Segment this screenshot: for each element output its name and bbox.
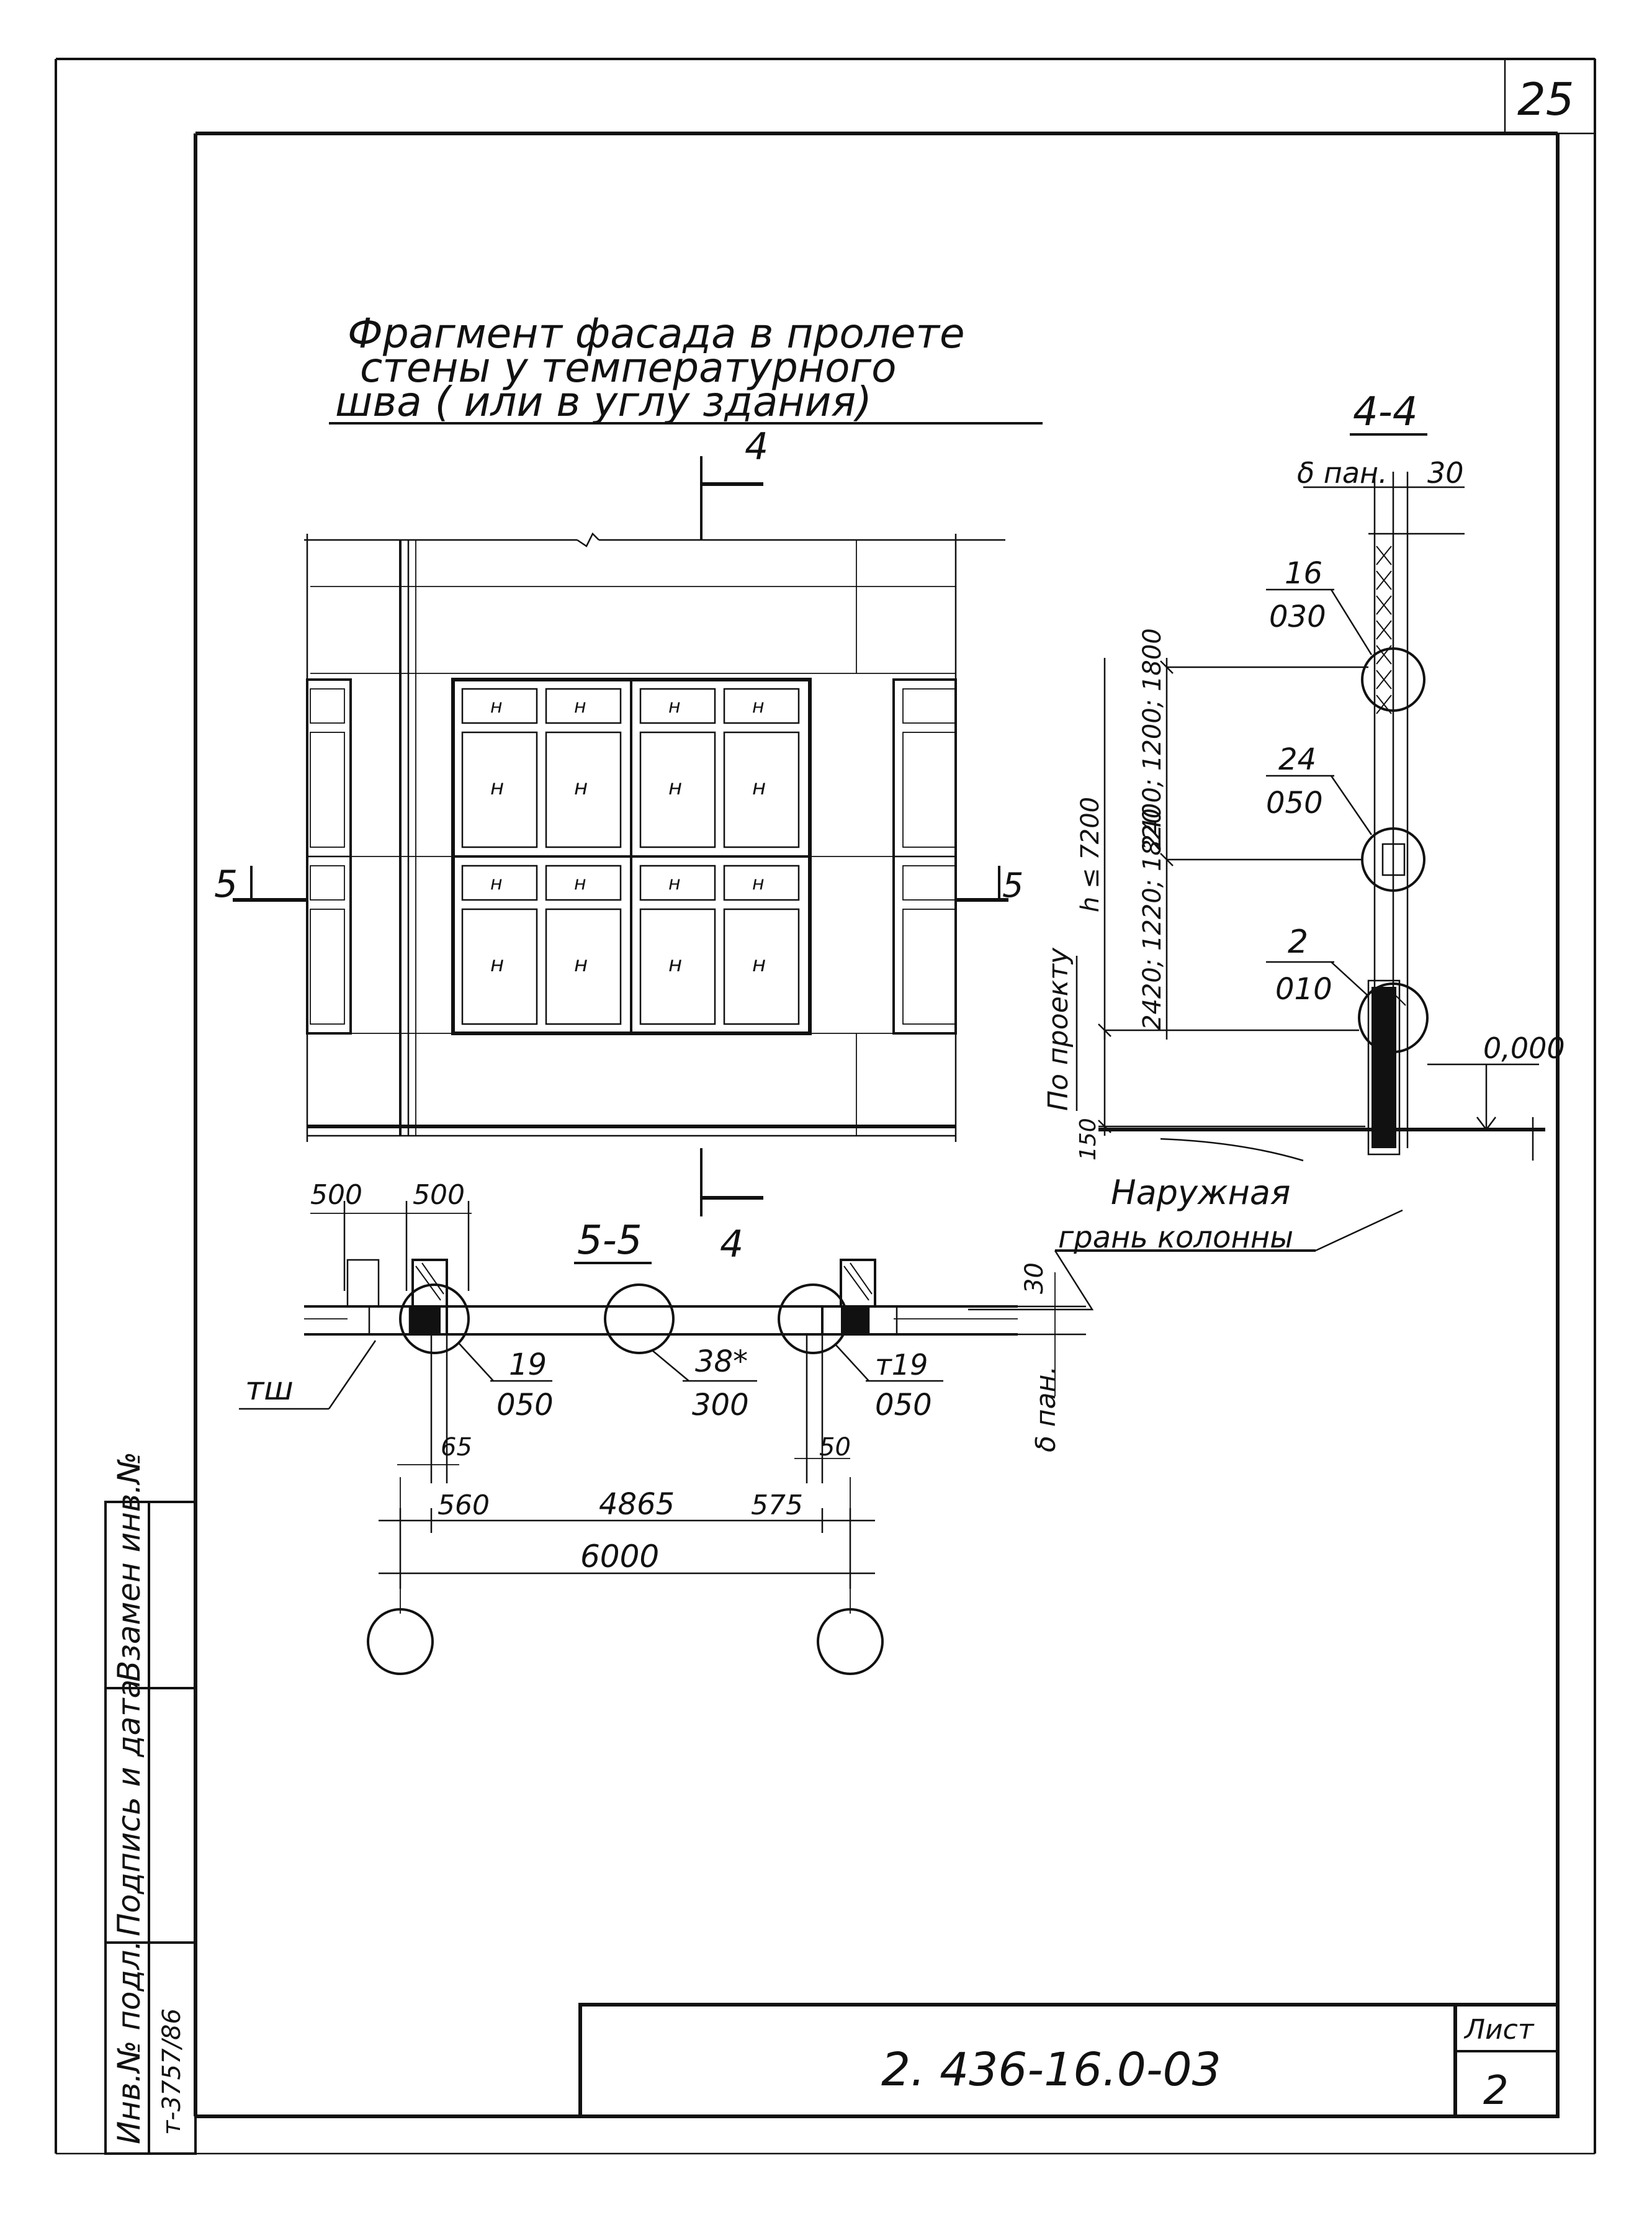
dim-560: 560 — [438, 1490, 490, 1521]
note-line-1: Наружная — [1111, 1173, 1290, 1212]
outer-frame — [55, 58, 1596, 2155]
glass-mark: н — [668, 873, 681, 894]
dim-50: 50 — [819, 1433, 851, 1462]
glass-mark: н — [574, 952, 588, 977]
dim-30-section: 30 — [1427, 456, 1464, 490]
dim-30-plan: 30 — [1020, 1262, 1049, 1294]
callout-24-den: 050 — [1266, 786, 1323, 820]
glass-mark: н — [668, 775, 682, 800]
title-line-2: стены у температурного — [360, 344, 897, 392]
dim-po-proektu: По проекту — [1043, 947, 1074, 1111]
section-4-4: 4-4 δ пан. 30 16 030 24 050 — [968, 389, 1565, 1311]
title-block-sheet-value: 2 — [1483, 2068, 1509, 2114]
callout-m19-den: 050 — [875, 1388, 932, 1422]
callout-24-num: 24 — [1278, 742, 1316, 777]
section-4-4-label: 4-4 — [1353, 389, 1418, 435]
level-mark: 0,000 — [1483, 1031, 1565, 1065]
title-line-1: Фрагмент фасада в пролете — [348, 310, 965, 357]
callout-16-num: 16 — [1285, 556, 1322, 591]
stamp-inv-value: т-3757/86 — [158, 2008, 186, 2135]
dim-heights-upper: 2400; 1200; 1800 — [1138, 628, 1167, 850]
dim-heights-lower: 2420; 1220; 1820 — [1138, 808, 1167, 1030]
callout-19-num: 19 — [509, 1347, 547, 1382]
callout-38-num: 38* — [695, 1344, 748, 1379]
section-mark-4-bottom: 4 — [720, 1223, 743, 1266]
stamp-replace-inv: Взамен инв.№ — [111, 1452, 147, 1682]
callout-38-den: 300 — [692, 1388, 749, 1422]
title-block-code: 2. 436-16.0-03 — [881, 2043, 1221, 2096]
page-number: 25 — [1517, 73, 1574, 125]
callout-19-den: 050 — [496, 1388, 554, 1422]
glass-mark: н — [574, 696, 586, 717]
callout-2-num: 2 — [1288, 924, 1308, 961]
dim-b-pan-section: δ пан. — [1297, 456, 1388, 490]
glass-mark: н — [490, 952, 504, 977]
dim-150: 150 — [1075, 1118, 1101, 1161]
dim-500-right: 500 — [413, 1179, 465, 1211]
stamp-sign-date: Подпись и дата — [111, 1679, 147, 1936]
glass-mark: н — [752, 873, 765, 894]
facade-elevation: 4 — [214, 425, 1023, 1266]
callout-2-den: 010 — [1275, 972, 1332, 1007]
side-stamp: Взамен инв.№ Подпись и дата Инв.№ подл. … — [104, 1452, 197, 2155]
callout-16-den: 030 — [1269, 600, 1326, 634]
note-line-2: грань колонны — [1058, 1220, 1293, 1255]
glass-mark: н — [668, 952, 682, 977]
glass-mark: н — [490, 696, 503, 717]
glass-mark: н — [752, 775, 766, 800]
plan-5-5-label: 5-5 — [577, 1218, 642, 1264]
title-block: 2. 436-16.0-03 Лист 2 — [578, 2003, 1560, 2118]
dim-4865: 4865 — [599, 1487, 675, 1522]
page-number-box: 25 — [1504, 58, 1596, 135]
glass-mark: н — [752, 696, 765, 717]
glass-mark: н — [668, 696, 681, 717]
dim-65: 65 — [441, 1433, 472, 1462]
glass-mark: н — [490, 775, 504, 800]
dim-h: h ≤ 7200 — [1076, 797, 1105, 912]
dim-b-pan-plan: δ пан. — [1030, 1366, 1062, 1452]
plan-section-5-5: 5-5 500 500 — [239, 1179, 1086, 1675]
stamp-inv-no: Инв.№ подл. — [111, 1940, 147, 2144]
glass-mark: н — [752, 952, 766, 977]
callout-m19-num: т19 — [875, 1348, 928, 1382]
callout-tsh: тш — [245, 1370, 294, 1408]
dim-575: 575 — [751, 1490, 803, 1521]
dim-500-left: 500 — [310, 1179, 362, 1211]
glass-mark: н — [490, 873, 503, 894]
title-line-3: шва ( или в углу здания) — [335, 378, 872, 426]
drawing-title: Фрагмент фасада в пролете стены у темпер… — [329, 310, 1043, 426]
glass-mark: н — [574, 775, 588, 800]
dim-6000: 6000 — [580, 1539, 659, 1575]
section-mark-5-left: 5 — [214, 863, 238, 906]
section-mark-4-top: 4 — [745, 425, 768, 469]
title-block-sheet-label: Лист — [1463, 2014, 1535, 2046]
section-mark-5-right: 5 — [1002, 866, 1023, 905]
glass-mark: н — [574, 873, 586, 894]
